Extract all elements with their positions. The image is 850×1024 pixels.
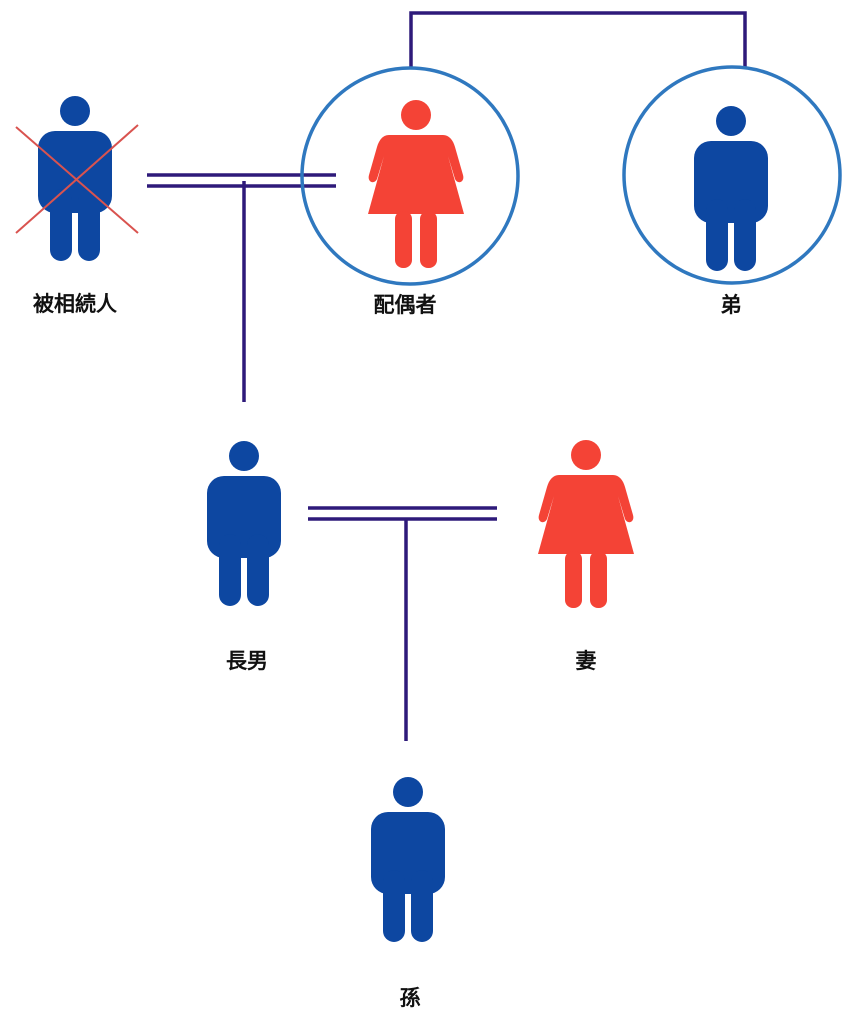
heir-highlight-circles [300,65,842,286]
person-wife: 妻 [538,440,634,673]
marriage-line-decedent-spouse [147,173,336,188]
grandchild-label: 孫 [400,986,421,1010]
brother-label: 弟 [721,293,742,317]
female-figure-icon [538,440,634,608]
person-eldest-son: 長男 [207,441,281,673]
person-grandchild: 孫 [371,777,445,1010]
male-figure-icon [371,777,445,942]
sibling-connector [409,11,747,67]
wife-label: 妻 [576,649,597,673]
relation-lines [147,11,747,741]
eldest-son-label: 長男 [226,649,268,673]
male-figure-icon [207,441,281,606]
spouse-highlight-circle [300,66,520,286]
deceased-cross-icon [15,124,139,234]
decedent-label: 被相続人 [33,292,117,316]
person-spouse: 配偶者 [368,100,464,317]
female-figure-icon [368,100,464,268]
person-decedent: 被相続人 [15,96,139,316]
male-figure-icon [694,106,768,271]
person-brother: 弟 [694,106,768,317]
brother-highlight-circle [622,65,842,285]
spouse-label: 配偶者 [374,293,437,317]
marriage-line-son-wife [308,506,497,521]
